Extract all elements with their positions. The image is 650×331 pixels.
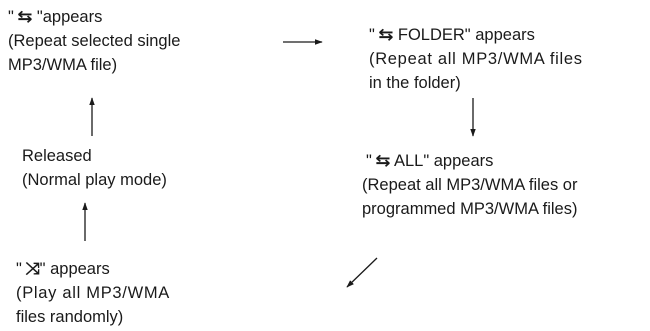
- random-play-desc-line-1: (Play all MP3/WMA: [16, 284, 171, 302]
- repeat-single-title: " ⇆ "appears: [8, 5, 180, 29]
- repeat-all-title: " ⇆ ALL" appears: [362, 149, 577, 173]
- released-title: Released: [22, 147, 92, 165]
- random-play-node: " ⤨" appears (Play all MP3/WMA files ran…: [16, 257, 170, 329]
- repeat-single-desc-line-2: MP3/WMA file): [8, 56, 118, 74]
- repeat-folder-node: " ⇆ FOLDER" appears (Repeat all MP3/WMA …: [369, 23, 583, 95]
- repeat-folder-desc-line-2: in the folder): [369, 74, 461, 92]
- repeat-single-node: " ⇆ "appears (Repeat selected single MP3…: [8, 5, 180, 77]
- repeat-folder-title: " ⇆ FOLDER" appears: [369, 23, 583, 47]
- repeat-icon: ⇆: [375, 152, 391, 170]
- repeat-all-desc-line-2: programmed MP3/WMA files): [362, 200, 578, 218]
- repeat-icon: ⇆: [17, 8, 33, 26]
- repeat-all-node: " ⇆ ALL" appears (Repeat all MP3/WMA fil…: [362, 149, 577, 221]
- shuffle-icon: ⤨: [25, 260, 41, 278]
- random-play-title: " ⤨" appears: [16, 257, 170, 281]
- released-node: Released (Normal play mode): [22, 144, 167, 192]
- repeat-folder-desc-line-1: (Repeat all MP3/WMA files: [369, 50, 583, 68]
- repeat-single-desc-line-1: (Repeat selected single: [8, 32, 181, 50]
- arrow-all-to-random: [346, 257, 378, 288]
- repeat-icon: ⇆: [378, 26, 394, 44]
- repeat-all-desc-line-1: (Repeat all MP3/WMA files or: [362, 176, 578, 194]
- random-play-desc-line-2: files randomly): [16, 308, 124, 326]
- released-desc: (Normal play mode): [22, 171, 167, 189]
